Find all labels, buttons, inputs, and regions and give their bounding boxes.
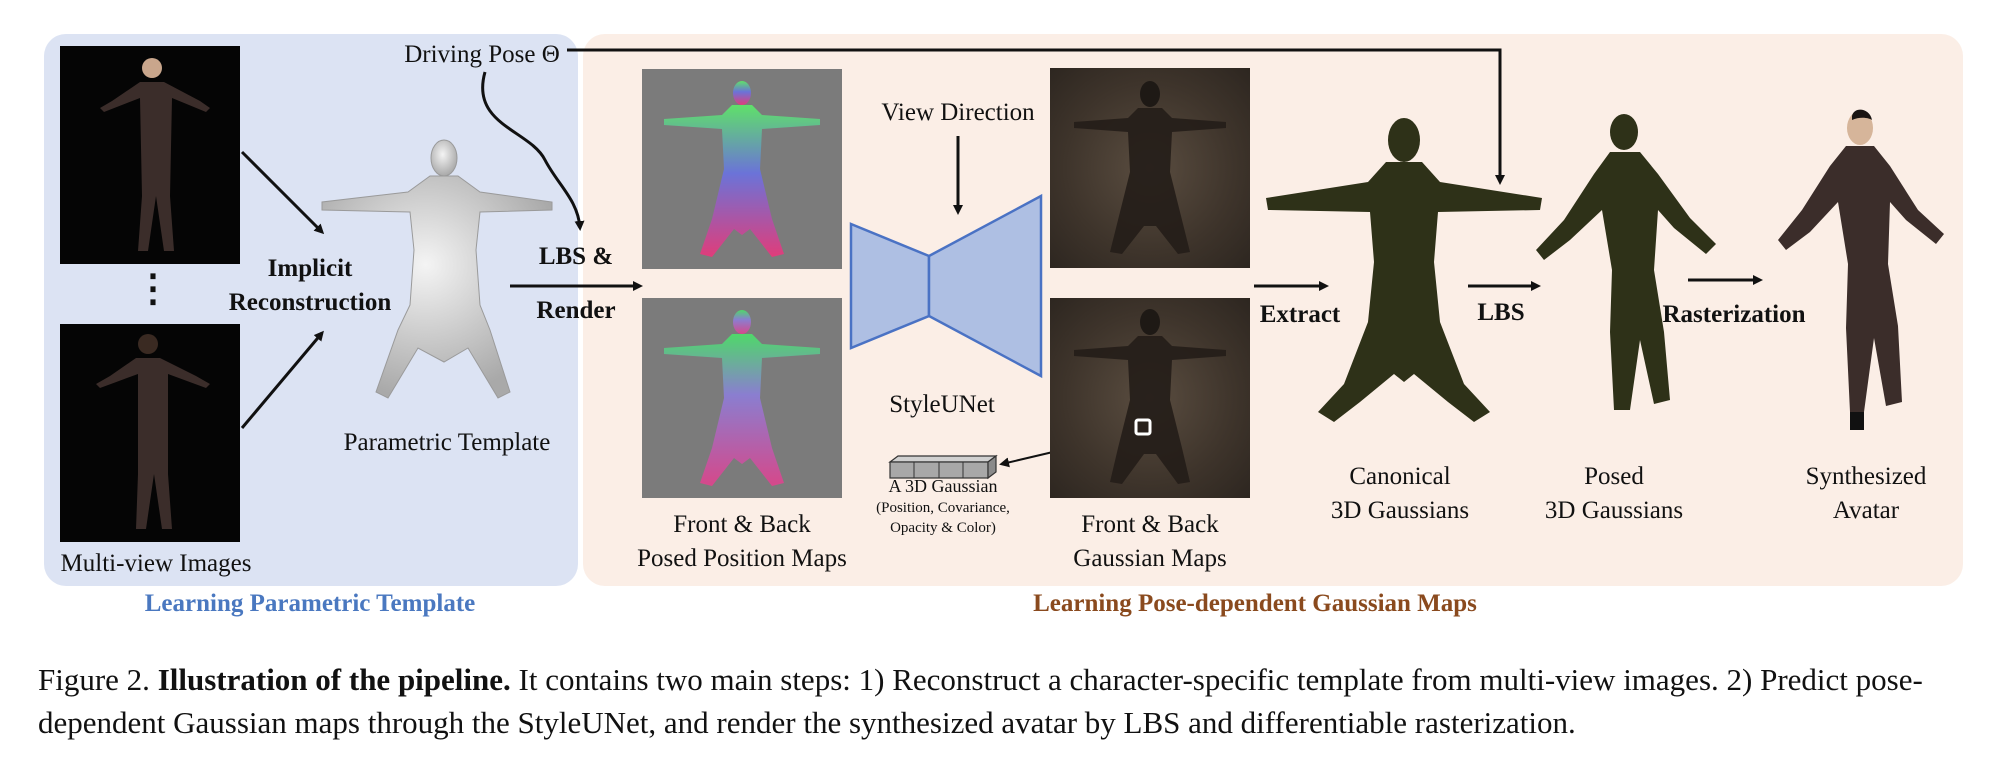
gaussian-maps-label-line2: Gaussian Maps: [1030, 542, 1270, 576]
avatar-label-line2: Avatar: [1766, 494, 1966, 528]
posed-label-line2: 3D Gaussians: [1514, 494, 1714, 528]
parametric-template-label: Parametric Template: [322, 426, 572, 460]
styleunet-shape: [849, 196, 1049, 376]
front-gaussian-map: [1050, 68, 1250, 268]
parametric-template-mesh: [330, 130, 550, 410]
driving-pose-label: Driving Pose Θ: [392, 38, 572, 72]
canonical-label-line1: Canonical: [1300, 460, 1500, 494]
avatar-label-line1: Synthesized: [1766, 460, 1966, 494]
position-maps-label-line2: Posed Position Maps: [612, 542, 872, 576]
position-maps-label-line1: Front & Back: [622, 508, 862, 542]
canonical-gaussians-figure: [1264, 112, 1544, 432]
left-panel-title: Learning Parametric Template: [100, 590, 520, 618]
gaussian-attrs-line2: Opacity & Color): [858, 518, 1028, 538]
front-position-map: [642, 69, 842, 269]
gaussian-title: A 3D Gaussian: [868, 474, 1018, 498]
arrow-back-to-template: [242, 333, 322, 428]
gaussian-attrs-line1: (Position, Covariance,: [858, 498, 1028, 518]
view-direction-label: View Direction: [858, 96, 1058, 130]
posed-label-line1: Posed: [1514, 460, 1714, 494]
back-position-map: [642, 298, 842, 498]
arrow-front-to-template: [242, 152, 322, 232]
lbs-render-line1: LBS &: [526, 240, 626, 274]
synthesized-avatar-figure: [1766, 106, 1966, 436]
caption-prefix: Figure 2.: [38, 662, 158, 697]
back-gaussian-map: [1050, 298, 1250, 498]
right-panel-title: Learning Pose-dependent Gaussian Maps: [880, 590, 1630, 618]
lbs-label: LBS: [1466, 296, 1536, 330]
back-position-figure: [642, 298, 842, 498]
figure-caption: Figure 2. Illustration of the pipeline. …: [38, 658, 1968, 744]
styleunet-label: StyleUNet: [862, 388, 1022, 422]
front-position-figure: [642, 69, 842, 269]
canonical-label-line2: 3D Gaussians: [1300, 494, 1500, 528]
gaussian-maps-label-line1: Front & Back: [1030, 508, 1270, 542]
back-gaussian-figure: [1050, 298, 1250, 498]
caption-title: Illustration of the pipeline.: [158, 662, 511, 697]
lbs-render-line2: Render: [526, 294, 626, 328]
posed-gaussians-figure: [1530, 110, 1730, 430]
front-gaussian-figure: [1050, 68, 1250, 268]
